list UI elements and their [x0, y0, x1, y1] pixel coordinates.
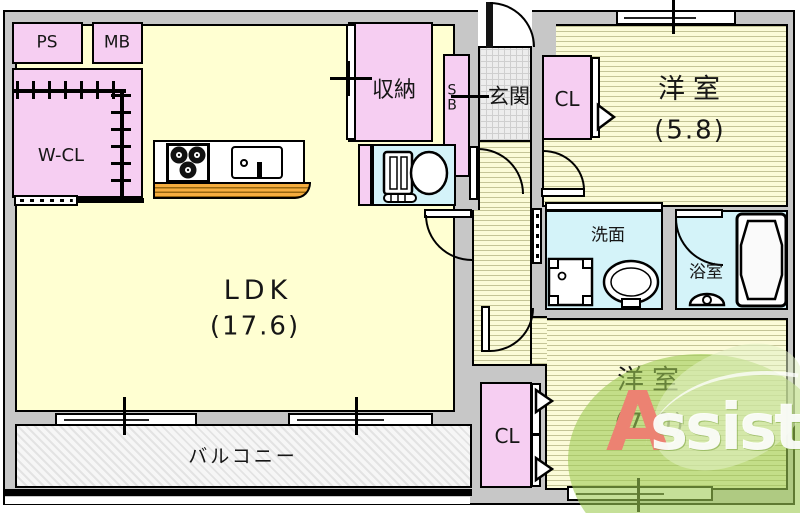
room-label-mb: MB [103, 32, 131, 53]
room-label-ps: PS [36, 32, 58, 53]
hanger-rail-icon [111, 94, 131, 194]
window-ldk-1 [55, 413, 197, 426]
room-entrance [478, 46, 532, 142]
room-label-bedroom-north: 洋室 [658, 74, 728, 106]
room-mb [92, 22, 143, 64]
window-bedroom-north [616, 10, 736, 25]
kitchen-faucet-bar [257, 162, 262, 179]
balcony [15, 424, 472, 488]
window-ldk-2 [288, 413, 433, 426]
window-tick [355, 397, 358, 435]
room-label-shoebox: S B [447, 82, 457, 114]
room-label-washroom: 洗面 [591, 225, 625, 246]
room-label-entrance: 玄関 [488, 84, 530, 109]
wall-patch [542, 24, 556, 56]
door-tick [451, 95, 489, 98]
balcony-fence [3, 489, 472, 496]
closet-north-door-track [591, 57, 600, 138]
room-label-closet-north: CL [554, 87, 580, 111]
washroom-sliding-door [532, 208, 542, 264]
door-tick [347, 61, 350, 96]
room-ps [12, 22, 83, 64]
room-closet-south [480, 382, 532, 488]
kitchen-stove-icon [166, 143, 210, 183]
room-label-wcl: W-CL [37, 145, 85, 167]
folding-door-icon [596, 102, 617, 132]
room-size-bedroom-north: (5.8) [654, 115, 726, 146]
wcl-sliding-door [14, 195, 78, 206]
window-tick [123, 397, 126, 435]
toilet-door-leaf [469, 146, 478, 200]
door-tick [330, 77, 372, 80]
room-label-ldk: LDK [223, 275, 293, 307]
washing-machine-icon [547, 257, 594, 307]
kitchen-counter-front [153, 182, 311, 199]
toilet-icon [382, 150, 449, 203]
hall-south-door-leaf [481, 306, 490, 352]
storage-lower-strip [358, 144, 372, 206]
bathtub-icon [735, 212, 788, 308]
window-tick [672, 0, 675, 34]
logo-letters-ssist: ssist [650, 391, 800, 465]
wcl-door-line [78, 198, 144, 203]
door-track-split [531, 433, 541, 436]
wash-basin-icon [602, 259, 660, 308]
room-label-closet-south: CL [494, 424, 520, 448]
logo-letter-a: A [606, 375, 670, 470]
room-label-storage: 収納 [371, 77, 417, 103]
room-size-ldk: (17.6) [209, 311, 301, 342]
bath-door-leaf [675, 209, 723, 218]
balcony-margin [5, 497, 470, 504]
shower-drain-icon [688, 292, 726, 307]
washroom-window [545, 202, 663, 211]
folding-door-icon [534, 387, 555, 415]
hallway-connector [532, 316, 547, 366]
room-bedroom-north [542, 24, 788, 207]
hanger-rail-line [14, 89, 126, 93]
entry-door-leaf [486, 2, 493, 48]
kitchen-faucet-icon [240, 159, 248, 167]
room-label-bathroom: 浴室 [689, 262, 723, 283]
room-label-balcony: バルコニー [188, 445, 298, 468]
room-closet-north [542, 55, 592, 140]
folding-door-icon [534, 455, 555, 483]
